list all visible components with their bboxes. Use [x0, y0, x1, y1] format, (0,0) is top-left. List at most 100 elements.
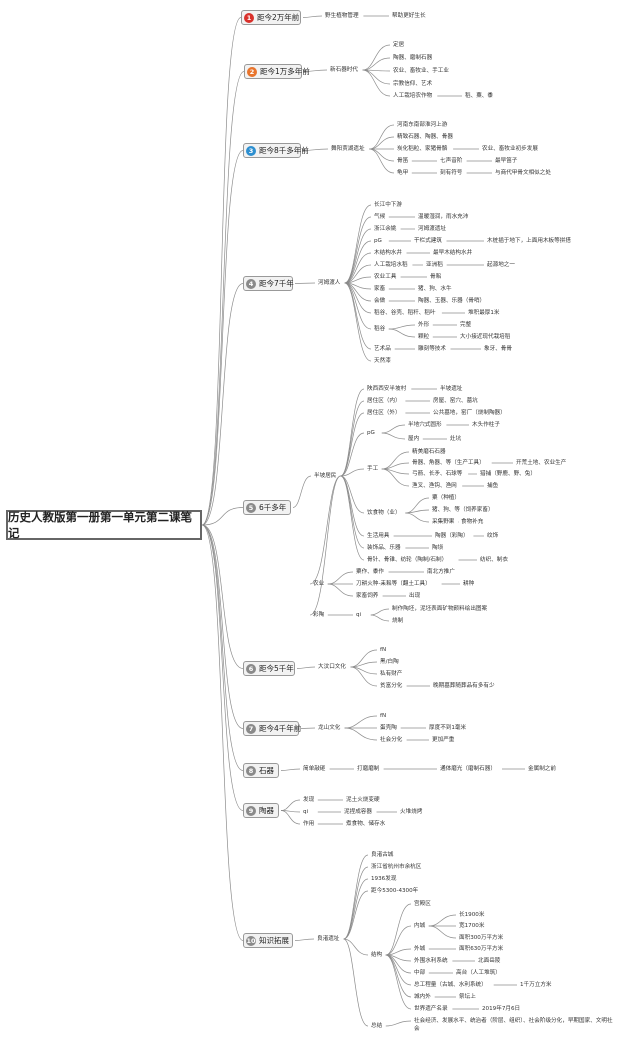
topic-b4-16[interactable]: 家畜 — [374, 286, 386, 292]
topic-b9-3[interactable]: 泥捏成容器 — [344, 809, 372, 815]
topic-b4-28[interactable]: 雕刻等技术 — [418, 346, 446, 352]
topic-b5-13[interactable]: 精美磨石石器 — [412, 449, 446, 455]
topic-b4-21[interactable]: 堆积最厚1米 — [468, 310, 500, 316]
root-node[interactable]: 历史人教版第一册第一单元第二课笔记 — [6, 510, 202, 540]
topic-b10-10[interactable]: 面积300万平方米 — [459, 935, 504, 941]
topic-b2-5[interactable]: 人工栽培农作物 — [393, 93, 433, 99]
topic-b3-4[interactable]: 农业、畜牧业初步发展 — [482, 146, 538, 152]
topic-b5-41[interactable]: 制作陶坯，泥坯表面矿物颜料绘出图案 — [392, 606, 488, 612]
topic-b7-5[interactable]: 更加严重 — [432, 737, 455, 743]
topic-b9-6[interactable]: 煮食物、储存水 — [346, 821, 386, 827]
topic-b10-8[interactable]: 长1900米 — [459, 912, 485, 918]
topic-b6-2[interactable]: 黑/白陶 — [380, 659, 399, 665]
topic-b10-17[interactable]: 总工程量（古城、水利系统） — [414, 982, 487, 988]
topic-b5-39[interactable]: 彩陶 — [313, 612, 325, 618]
topic-b4-11[interactable]: 人工栽培水稻 — [374, 262, 408, 268]
topic-b5-29[interactable]: 陶埙 — [432, 545, 444, 551]
topic-b5-37[interactable]: 家畜饲养 — [356, 593, 379, 599]
topic-b6-4[interactable]: 贫富分化 — [380, 683, 403, 689]
topic-b2-3[interactable]: 农业、畜牧业、手工业 — [393, 68, 449, 74]
topic-b6-0[interactable]: 大汶口文化 — [318, 664, 346, 670]
topic-b5-34[interactable]: 南北方推广 — [427, 569, 455, 575]
topic-b5-26[interactable]: 陶器（彩陶） — [435, 533, 469, 539]
topic-b5-24[interactable]: 食物补充 — [461, 519, 484, 525]
topic-b5-32[interactable]: 农业 — [313, 581, 325, 587]
topic-b4-18[interactable]: 会做 — [374, 298, 386, 304]
topic-b5-14[interactable]: 骨器、角器、等（生产工具） — [412, 460, 485, 466]
topic-b4-23[interactable]: 外形 — [418, 322, 430, 328]
topic-b10-23[interactable]: 总结 — [371, 1023, 383, 1029]
topic-b5-27[interactable]: 纹饰 — [487, 533, 499, 539]
topic-b8-0[interactable]: 简单敲砸 — [303, 766, 326, 772]
topic-b5-35[interactable]: 刀耕火种-耒耜等（翻土工具） — [356, 581, 431, 587]
topic-b2-2[interactable]: 陶器、磨制石器 — [393, 55, 433, 61]
topic-b4-30[interactable]: 天然漆 — [374, 358, 391, 364]
topic-b5-17[interactable]: 猎捕（野鹿、野、兔） — [480, 471, 536, 477]
topic-b5-36[interactable]: 耕种 — [463, 581, 475, 587]
topic-b4-0[interactable]: 河姆渡人 — [318, 280, 341, 286]
topic-b5-10[interactable]: 屋内 — [408, 436, 420, 442]
topic-b4-4[interactable]: 浙江余姚 — [374, 226, 397, 232]
topic-b7-1[interactable]: fN — [380, 713, 387, 719]
topic-b5-6[interactable]: 公共墓地，窑厂（烧制陶器） — [433, 410, 506, 416]
topic-b5-31[interactable]: 纺织、制衣 — [480, 557, 508, 563]
topic-b10-2[interactable]: 浙江省杭州市余杭区 — [371, 864, 422, 870]
topic-b4-17[interactable]: 猪、狗、水牛 — [418, 286, 452, 292]
topic-b5-8[interactable]: 半地穴式圆形 — [408, 422, 442, 428]
topic-b6-5[interactable]: 晚期墓葬随葬品有多有少 — [433, 683, 495, 689]
topic-b3-10[interactable]: 与商代甲骨文相似之处 — [495, 170, 551, 176]
topic-b5-22[interactable]: 猪、狗、等（饲养家畜） — [432, 507, 494, 513]
topic-b4-1[interactable]: 长江中下游 — [374, 202, 402, 208]
topic-b10-16[interactable]: 高台（人工堆筑） — [456, 970, 501, 976]
topic-b10-9[interactable]: 宽1700米 — [459, 923, 485, 929]
topic-b10-0[interactable]: 良渚遗址 — [317, 936, 340, 942]
topic-b9-1[interactable]: 泥土火烧变硬 — [346, 797, 380, 803]
topic-b5-20[interactable]: 饮食物（业） — [367, 510, 401, 516]
topic-b5-16[interactable]: 弓箭、长矛、石球等 — [412, 471, 463, 477]
topic-b10-13[interactable]: 外围水利系统 — [414, 958, 448, 964]
topic-b2-1[interactable]: 定居 — [393, 42, 405, 48]
topic-b3-7[interactable]: 最早笛子 — [495, 158, 518, 164]
topic-b9-5[interactable]: 作用 — [303, 821, 315, 827]
topic-b3-8[interactable]: 龟甲 — [397, 170, 409, 176]
topic-b2-0[interactable]: 新石器时代 — [330, 67, 358, 73]
topic-b5-30[interactable]: 骨针、骨锥、纺轮（陶制/石制） — [367, 557, 448, 563]
topic-b4-29[interactable]: 象牙、骨骨 — [484, 346, 512, 352]
topic-b4-24[interactable]: 完整 — [460, 322, 472, 328]
topic-b5-5[interactable]: 居住区（外） — [367, 410, 401, 416]
topic-b4-15[interactable]: 骨耜 — [430, 274, 442, 280]
topic-b10-15[interactable]: 中部 — [414, 970, 426, 976]
topic-b4-27[interactable]: 艺术品 — [374, 346, 391, 352]
topic-b7-3[interactable]: 厚度不到1毫米 — [429, 725, 467, 731]
topic-b10-11[interactable]: 外城 — [414, 946, 426, 952]
topic-b3-0[interactable]: 舞阳贾湖遗址 — [331, 146, 365, 152]
topic-b4-12[interactable]: 亚洲稻 — [426, 262, 443, 268]
topic-b8-3[interactable]: 金属制之前 — [528, 766, 556, 772]
topic-b6-1[interactable]: fN — [380, 647, 387, 653]
topic-b2-6[interactable]: 稻、粟、黍 — [465, 93, 493, 99]
topic-b10-1[interactable]: 良渚古城 — [371, 852, 394, 858]
topic-b1-1[interactable]: 帮助更好生长 — [392, 13, 426, 19]
topic-b10-18[interactable]: 1千万立方米 — [520, 982, 552, 988]
topic-b9-0[interactable]: 发现 — [303, 797, 315, 803]
topic-b10-21[interactable]: 世界遗产名录 — [414, 1006, 448, 1012]
topic-b4-6[interactable]: pG — [374, 238, 382, 244]
topic-b5-0[interactable]: 半坡居民 — [314, 473, 337, 479]
topic-b4-9[interactable]: 木结构水井 — [374, 250, 402, 256]
topic-b10-14[interactable]: 北面岳陵 — [478, 958, 501, 964]
topic-b5-40[interactable]: qi — [356, 612, 362, 618]
topic-b5-7[interactable]: pG — [367, 430, 375, 436]
topic-b5-38[interactable]: 出现 — [409, 593, 421, 599]
topic-b4-20[interactable]: 稻谷、谷壳、稻秆、稻叶 — [374, 310, 436, 316]
topic-b4-19[interactable]: 陶器、玉器、乐器（骨哨） — [418, 298, 486, 304]
topic-b5-21[interactable]: 粟（种植） — [432, 495, 460, 501]
topic-b10-4[interactable]: 距今5300-4300年 — [371, 888, 419, 894]
topic-b10-12[interactable]: 面积630万平方米 — [459, 946, 504, 952]
